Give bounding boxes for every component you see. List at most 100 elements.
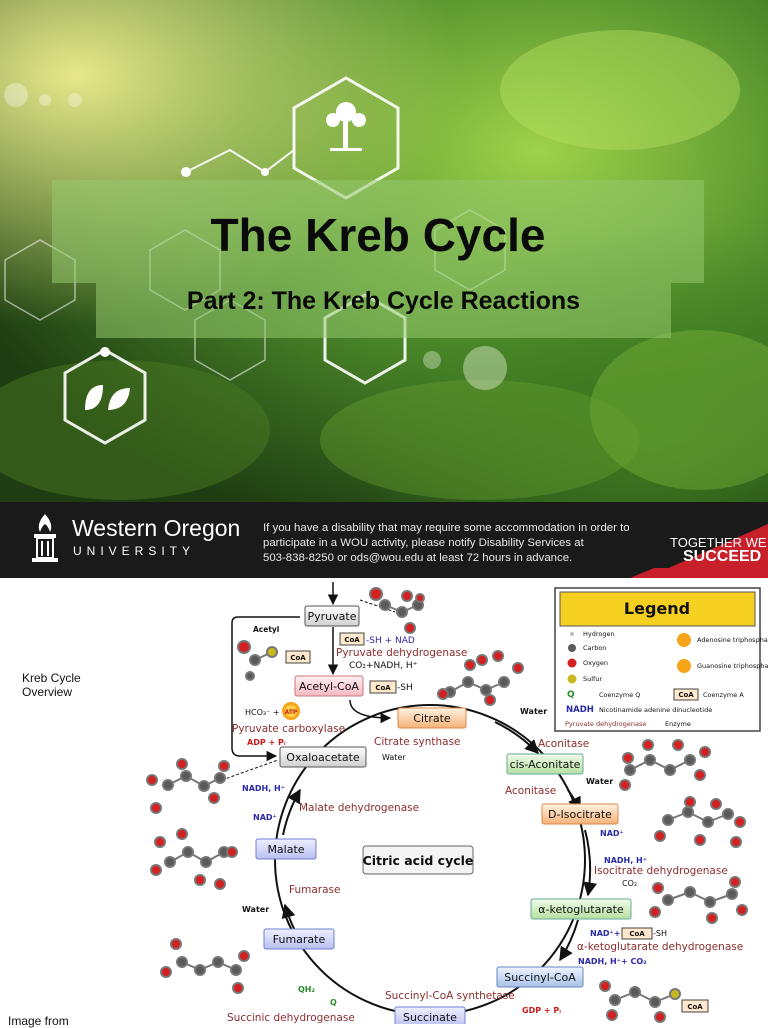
- cofactor-sh-2: -SH: [653, 929, 667, 938]
- legend-enzyme-example: Pyruvate dehydrogenase: [565, 720, 646, 728]
- cofactor-nadh-h-1: NADH, H⁺: [242, 784, 285, 793]
- enzyme-succinyl-coa-synthetase: Succinyl-CoA synthetase: [385, 990, 515, 1002]
- legend-coa: Coenzyme A: [703, 691, 744, 699]
- enzyme-aconitase-1: Aconitase: [538, 738, 589, 750]
- notice-line: participate in a WOU activity, please no…: [263, 537, 584, 549]
- cofactor-nad-plus: NAD⁺+: [590, 929, 620, 938]
- svg-text:ATP: ATP: [285, 709, 298, 716]
- cofactor-sh-1: -SH: [397, 683, 413, 693]
- cofactor-nadh-h-2: NADH, H⁺: [604, 856, 647, 865]
- cofactor-adp-pi: ADP + Pᵢ: [247, 738, 286, 747]
- d-isocitrate-label: D-Isocitrate: [548, 808, 612, 821]
- legend-nadh-symbol: NADH: [566, 705, 594, 715]
- malate-label: Malate: [267, 843, 304, 856]
- enzyme-aconitase-2: Aconitase: [505, 785, 556, 797]
- red-banner: [630, 524, 768, 578]
- side-caption-line: Overview: [22, 685, 73, 699]
- oxaloacetate-label: Oxaloacetate: [286, 751, 360, 764]
- legend-q-symbol: Q: [567, 690, 575, 700]
- pyruvate-molecule-icon: [369, 587, 425, 634]
- notice-line: 503-838-8250 or ods@wou.edu at least 72 …: [263, 552, 573, 564]
- legend-oxygen: Oxygen: [583, 659, 608, 667]
- university-name: Western Oregon: [72, 515, 241, 541]
- legend-sulfur: Sulfur: [583, 675, 602, 683]
- molecule-icons: [146, 587, 748, 1023]
- enzyme-pyruvate-dehydrogenase: Pyruvate dehydrogenase: [336, 647, 467, 659]
- enzyme-citrate-synthase: Citrate synthase: [374, 736, 461, 748]
- slide-subtitle: Part 2: The Kreb Cycle Reactions: [186, 287, 581, 315]
- tagline-top: TOGETHER WE: [670, 535, 767, 550]
- cofactor-water-3: Water: [586, 777, 613, 786]
- tagline-bottom: SUCCEED: [683, 548, 762, 565]
- notice-line: If you have a disability that may requir…: [263, 522, 630, 534]
- fumarate-label: Fumarate: [273, 933, 326, 946]
- cofactor-qh2: QH₂: [298, 985, 315, 994]
- cofactor-water-1: Water: [520, 707, 547, 716]
- subtitle-panel: [96, 283, 671, 338]
- enzyme-fumarase: Fumarase: [289, 884, 340, 896]
- pyruvate-label: Pyruvate: [308, 610, 357, 623]
- succinyl-coa-label: Succinyl-CoA: [504, 971, 576, 984]
- citric-acid-cycle-diagram: Pyruvate Acetyl-CoA Citrate cis-Aconitat…: [146, 582, 768, 1024]
- cofactor-water-2: Water: [382, 753, 406, 762]
- cofactor-q: Q: [330, 998, 337, 1007]
- cofactor-co2: CO₂: [622, 879, 637, 888]
- legend-coa-symbol: CoA: [678, 691, 694, 699]
- legend-atp: Adenosine triphosphate: [697, 636, 768, 644]
- side-caption: Kreb Cycle Overview: [22, 671, 81, 699]
- legend-title: Legend: [624, 599, 690, 618]
- enzyme-succinic-dehydrogenase: Succinic dehydrogenase: [227, 1012, 355, 1024]
- university-word: UNIVERSITY: [73, 544, 196, 558]
- legend-gtp: Guanosine triphosphate: [697, 662, 768, 670]
- slide-title: The Kreb Cycle: [210, 209, 546, 261]
- citrate-molecule-icon: [437, 650, 524, 706]
- enzyme-malate-dehydrogenase: Malate dehydrogenase: [299, 802, 419, 814]
- image-credit: Image from: [8, 1014, 69, 1028]
- torch-logo-icon: [32, 514, 58, 562]
- legend-enzyme: Enzyme: [665, 720, 691, 728]
- coa-tag: CoA: [344, 636, 360, 644]
- side-caption-line: Kreb Cycle: [22, 671, 81, 685]
- cofactor-water-4: Water: [242, 905, 269, 914]
- atp-icon: ATP: [282, 702, 300, 720]
- legend-hydrogen: Hydrogen: [583, 630, 615, 638]
- title-slide: The Kreb Cycle Part 2: The Kreb Cycle Re…: [0, 0, 768, 578]
- oxaloacetate-molecule-icon: [146, 758, 230, 814]
- enzyme-akg-dehydrogenase: α-ketoglutarate dehydrogenase: [577, 941, 743, 953]
- cofactor-nadh-h-3: NADH, H⁺+ CO₂: [578, 957, 647, 966]
- fumarate-molecule-icon: [160, 938, 250, 994]
- disability-notice: If you have a disability that may requir…: [263, 521, 643, 566]
- cis-aconitate-molecule-icon: [619, 739, 711, 791]
- acetyl-molecule-icon: [237, 640, 278, 681]
- akg-molecule-icon: [649, 876, 748, 924]
- legend-nadh: Nicotinamide adenine dinucleotide: [599, 706, 712, 714]
- citrate-label: Citrate: [413, 712, 451, 725]
- cofactor-nad-1: NAD⁺: [253, 813, 277, 822]
- title-panel: [52, 180, 704, 283]
- a-ketoglutarate-label: α-ketoglutarate: [538, 903, 624, 916]
- cycle-center-label: Citric acid cycle: [363, 853, 474, 868]
- enzyme-isocitrate-dehydrogenase: Isocitrate dehydrogenase: [594, 865, 728, 877]
- coa-tag: CoA: [629, 930, 645, 938]
- enzyme-pyruvate-carboxylase: Pyruvate carboxylase: [232, 723, 345, 735]
- cis-aconitate-label: cis-Aconitate: [510, 758, 581, 771]
- university-footer: [0, 502, 768, 578]
- succinyl-coa-molecule-icon: [599, 980, 681, 1023]
- cofactor-hco3: HCO₃⁻ +: [245, 708, 280, 717]
- legend-coenzyme-q: Coenzyme Q: [599, 691, 640, 699]
- metabolite-boxes: Pyruvate Acetyl-CoA Citrate cis-Aconitat…: [255, 605, 632, 1024]
- cofactor-gdp-pi: GDP + Pᵢ: [522, 1006, 561, 1015]
- legend-carbon: Carbon: [583, 644, 606, 652]
- legend-panel: Legend Hydrogen Carbon Oxygen Sulfur Q C…: [554, 587, 768, 732]
- isocitrate-molecule-icon: [654, 796, 746, 848]
- coa-tag: CoA: [687, 1003, 703, 1011]
- cofactor-nad-2: NAD⁺: [600, 829, 624, 838]
- cofactor-sh-nad: -SH + NAD: [366, 636, 415, 646]
- malate-molecule-icon: [150, 828, 238, 890]
- acetyl-coa-label: Acetyl-CoA: [299, 680, 359, 693]
- succinate-label: Succinate: [403, 1011, 457, 1024]
- coa-tag: CoA: [375, 684, 391, 692]
- cofactor-acetyl: Acetyl: [253, 625, 279, 634]
- cofactor-co2-nadh: CO₂+NADH, H⁺: [349, 661, 418, 671]
- coa-tag: CoA: [290, 654, 306, 662]
